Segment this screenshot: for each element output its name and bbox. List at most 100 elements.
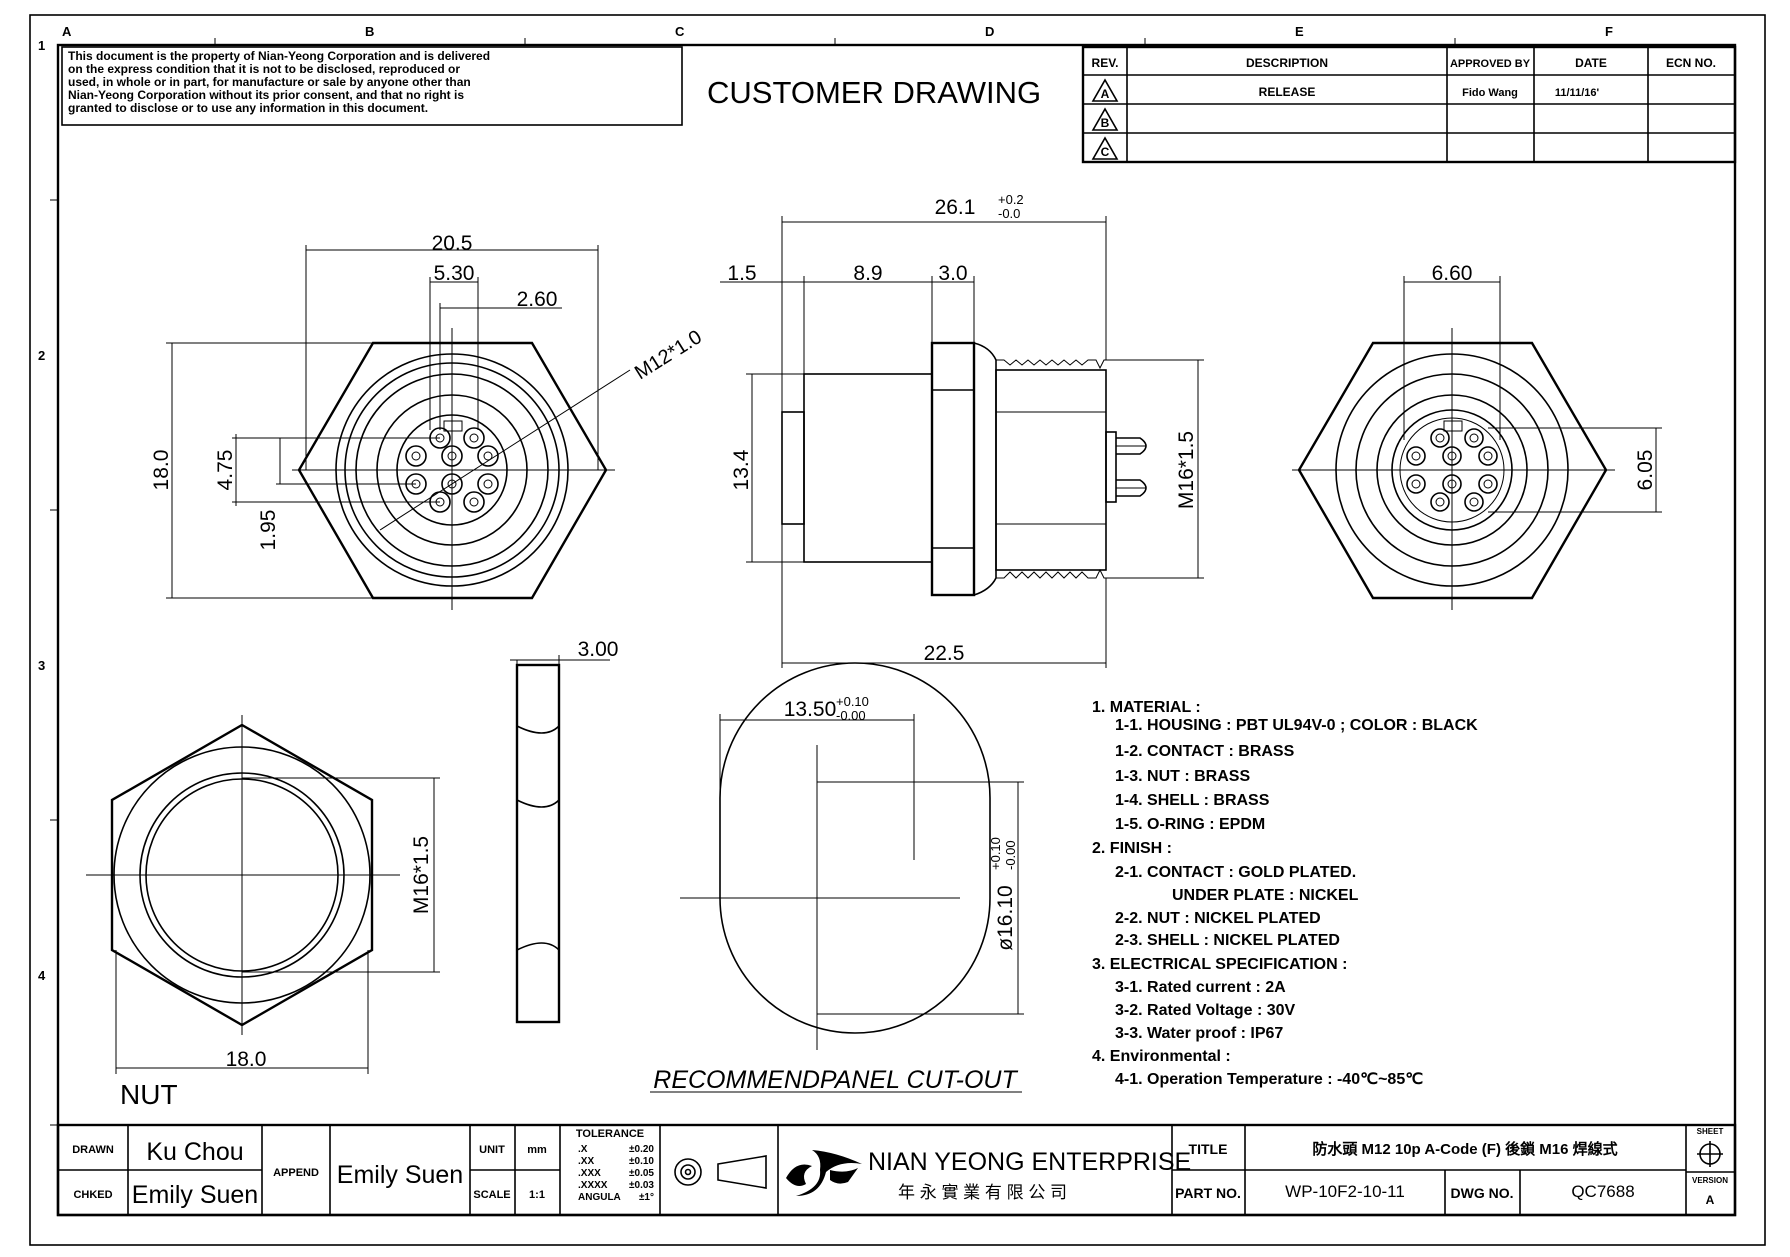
dim-16-10-tol-dn: -0.00 bbox=[1003, 840, 1018, 870]
drawn-by: Ku Chou bbox=[146, 1138, 243, 1166]
nut-view: M16*1.5 18.0 NUT 3.00 bbox=[86, 638, 618, 1110]
confidentiality-notice: This document is the property of Nian-Ye… bbox=[61, 46, 683, 126]
note-line: 3-3. Water proof : IP67 bbox=[1115, 1025, 1283, 1042]
tolerance-key: .XX bbox=[578, 1156, 594, 1167]
row-markers: 1 2 3 4 bbox=[38, 38, 58, 1126]
sheet-target-icon bbox=[1697, 1141, 1723, 1167]
append-label: APPEND bbox=[273, 1167, 319, 1179]
dim-26-1-tol-dn: -0.0 bbox=[998, 206, 1020, 221]
rev-id: B bbox=[1101, 116, 1110, 130]
nut-label: NUT bbox=[120, 1079, 178, 1110]
part-number: WP-10F2-10-11 bbox=[1285, 1182, 1405, 1201]
dim-26-1-tol-up: +0.2 bbox=[998, 192, 1024, 207]
dim-18-0-nut: 18.0 bbox=[226, 1048, 267, 1071]
inner-border bbox=[56, 43, 1737, 1217]
col-label: C bbox=[675, 24, 685, 39]
col-label: A bbox=[62, 24, 72, 39]
dim-1-95: 1.95 bbox=[257, 510, 280, 551]
page-title: CUSTOMER DRAWING bbox=[707, 75, 1041, 110]
dim-5-30: 5.30 bbox=[434, 262, 475, 285]
note-line: 1-1. HOUSING : PBT UL94V-0 ; COLOR : BLA… bbox=[1115, 717, 1478, 734]
dim-8-9: 8.9 bbox=[853, 262, 882, 285]
dim-18-0: 18.0 bbox=[150, 450, 173, 491]
unit-label: UNIT bbox=[479, 1144, 505, 1156]
rev-triangle-icon bbox=[1091, 78, 1119, 102]
tolerance-value: ±0.05 bbox=[629, 1168, 654, 1179]
thread-m16-nut: M16*1.5 bbox=[410, 836, 433, 914]
drawn-label: DRAWN bbox=[72, 1144, 114, 1156]
version-label: VERSION bbox=[1692, 1176, 1728, 1185]
rev-id: A bbox=[1101, 87, 1110, 101]
note-line: 2-1. CONTACT : GOLD PLATED. bbox=[1115, 864, 1356, 881]
column-markers: A B C D E F bbox=[62, 24, 1613, 45]
tolerance-value: ±0.20 bbox=[629, 1144, 654, 1155]
checked-by: Emily Suen bbox=[132, 1181, 258, 1209]
company-logo-icon bbox=[786, 1150, 862, 1196]
company-name-cn: 年 永 實 業 有 限 公 司 bbox=[898, 1183, 1067, 1202]
note-line: 2-3. SHELL : NICKEL PLATED bbox=[1115, 932, 1340, 949]
rev-header: DATE bbox=[1575, 56, 1607, 70]
scale-value: 1:1 bbox=[529, 1189, 545, 1201]
panel-cutout-view: 13.50 +0.10 -0.00 ø16.10 +0.10 -0.00 REC… bbox=[650, 662, 1024, 1094]
side-view: 26.1 +0.2 -0.0 1.5 8.9 3.0 13.4 M16*1.5 … bbox=[720, 192, 1204, 668]
note-line: 1. MATERIAL : bbox=[1092, 699, 1201, 716]
outer-border bbox=[29, 14, 1766, 1246]
dwg-label: DWG NO. bbox=[1451, 1185, 1514, 1201]
thread-m12: M12*1.0 bbox=[631, 326, 706, 384]
col-label: E bbox=[1295, 24, 1304, 39]
row-label: 3 bbox=[38, 658, 45, 673]
note-line: 2. FINISH : bbox=[1092, 840, 1172, 857]
projection-symbol-icon bbox=[674, 1155, 767, 1189]
note-line: 1-4. SHELL : BRASS bbox=[1115, 792, 1270, 809]
notice-line: Nian-Yeong Corporation without its prior… bbox=[68, 88, 464, 102]
scale-label: SCALE bbox=[473, 1189, 510, 1201]
dim-26-1: 26.1 bbox=[935, 196, 976, 219]
dim-16-10: ø16.10 bbox=[994, 885, 1017, 950]
thread-m16-side: M16*1.5 bbox=[1175, 431, 1198, 509]
unit-value: mm bbox=[527, 1144, 547, 1156]
back-view: 6.60 6.05 bbox=[1292, 262, 1662, 610]
tolerance-value: ±0.03 bbox=[629, 1180, 654, 1191]
cutout-label: RECOMMENDPANEL CUT-OUT bbox=[653, 1066, 1018, 1094]
dim-20-5: 20.5 bbox=[432, 232, 473, 255]
notice-line: granted to disclose or to use any inform… bbox=[68, 101, 428, 115]
note-line: 1-5. O-RING : EPDM bbox=[1115, 816, 1265, 833]
dim-3-0: 3.0 bbox=[938, 262, 967, 285]
title-label: TITLE bbox=[1189, 1141, 1228, 1157]
dim-3-00: 3.00 bbox=[578, 638, 619, 661]
company-name: NIAN YEONG ENTERPRISE bbox=[868, 1148, 1191, 1176]
row-label: 2 bbox=[38, 348, 45, 363]
sheet-label: SHEET bbox=[1697, 1127, 1724, 1136]
dwg-number: QC7688 bbox=[1571, 1182, 1634, 1201]
rev-id: C bbox=[1101, 145, 1110, 159]
dim-2-60: 2.60 bbox=[517, 288, 558, 311]
dim-6-60: 6.60 bbox=[1432, 262, 1473, 285]
tolerance-value: ±0.10 bbox=[629, 1156, 654, 1167]
tolerance-key: ANGULA bbox=[578, 1192, 621, 1203]
col-label: B bbox=[365, 24, 374, 39]
dim-13-50-tol-up: +0.10 bbox=[836, 694, 869, 709]
rev-header: ECN NO. bbox=[1666, 56, 1716, 70]
tolerance-key: .XXXX bbox=[578, 1180, 608, 1191]
version-value: A bbox=[1706, 1193, 1715, 1207]
rev-approved: Fido Wang bbox=[1462, 87, 1518, 99]
rev-triangle-icon bbox=[1091, 136, 1119, 160]
row-label: 4 bbox=[38, 968, 46, 983]
tolerance-key: .XXX bbox=[578, 1168, 601, 1179]
dim-1-5: 1.5 bbox=[727, 262, 756, 285]
rev-header: REV. bbox=[1092, 56, 1119, 70]
note-line: 1-2. CONTACT : BRASS bbox=[1115, 743, 1295, 760]
notice-line: This document is the property of Nian-Ye… bbox=[68, 49, 490, 63]
notice-line: on the express condition that it is not … bbox=[68, 62, 460, 76]
note-line: 3-1. Rated current : 2A bbox=[1115, 979, 1286, 996]
note-line: 4-1. Operation Temperature : -40℃~85℃ bbox=[1115, 1071, 1423, 1088]
part-label: PART NO. bbox=[1175, 1185, 1241, 1201]
dim-4-75: 4.75 bbox=[214, 450, 237, 491]
note-line: 1-3. NUT : BRASS bbox=[1115, 768, 1250, 785]
dim-13-50: 13.50 bbox=[784, 698, 837, 721]
col-label: F bbox=[1605, 24, 1613, 39]
dim-22-5: 22.5 bbox=[924, 642, 965, 665]
tolerance-value: ±1° bbox=[639, 1192, 654, 1203]
tolerance-key: .X bbox=[578, 1144, 588, 1155]
rev-header: DESCRIPTION bbox=[1246, 56, 1328, 70]
